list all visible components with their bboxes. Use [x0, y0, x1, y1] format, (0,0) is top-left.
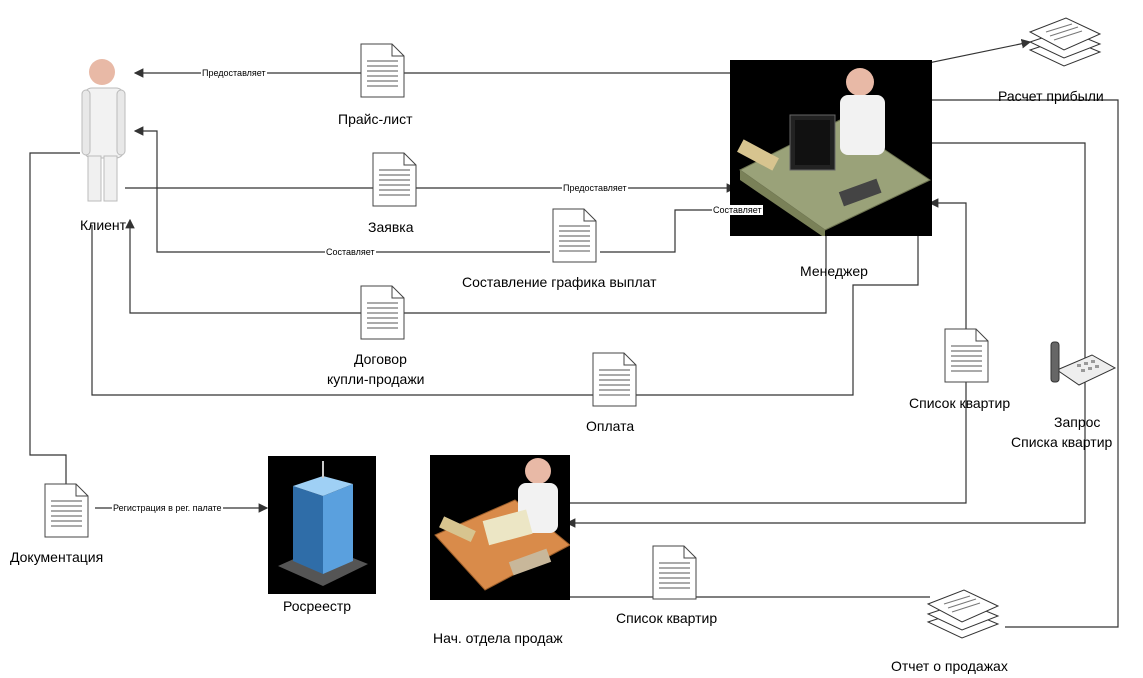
sales-report-document-stack-icon [922, 584, 1002, 649]
application-label: Заявка [368, 219, 414, 235]
request-label-line2: Списка квартир [1011, 434, 1113, 450]
request-label-line1: Запрос [1054, 414, 1101, 430]
price-list-document-icon [360, 43, 405, 103]
client-person-icon [72, 58, 142, 208]
profit-calc-document-stack-icon [1024, 12, 1104, 77]
payment-label: Оплата [586, 418, 635, 434]
edge-label-composes-1: Составляет [325, 247, 376, 257]
head-sales-label: Нач. отдела продаж [433, 630, 563, 646]
edge-label-provides-2: Предоставляет [562, 183, 628, 193]
contract-label-line1: Договор [354, 351, 407, 367]
sales-report-label: Отчет о продажах [891, 658, 1008, 674]
apartment-list-label-2: Список квартир [616, 610, 718, 626]
price-list-label: Прайс-лист [338, 111, 413, 127]
head-sales-workstation-icon [430, 455, 571, 600]
edge-label-registration: Регистрация в рег. палате [112, 503, 223, 513]
apartment-list-label-1: Список квартир [909, 395, 1011, 411]
rosreestr-building-icon [268, 456, 376, 594]
documentation-label: Документация [10, 549, 104, 565]
rosreestr-label: Росреестр [283, 598, 352, 614]
apartment-list-2-document-icon [652, 545, 697, 605]
manager-workstation-icon [730, 60, 932, 238]
profit-calc-label: Расчет прибыли [998, 88, 1104, 104]
payment-document-icon [592, 352, 637, 412]
contract-label-line2: купли-продажи [327, 371, 425, 387]
edge-label-provides-1: Предоставляет [201, 68, 267, 78]
edge-label-composes-2: Составляет [712, 205, 763, 215]
payment-schedule-label: Составление графика выплат [462, 274, 657, 290]
contract-document-icon [360, 285, 405, 345]
client-label: Клиент [80, 217, 127, 233]
application-document-icon [372, 152, 417, 212]
apartment-list-document-icon [944, 328, 989, 388]
telephone-icon [1047, 340, 1117, 395]
manager-label: Менеджер [800, 263, 868, 279]
documentation-document-icon [44, 483, 89, 543]
payment-schedule-document-icon [552, 208, 597, 268]
